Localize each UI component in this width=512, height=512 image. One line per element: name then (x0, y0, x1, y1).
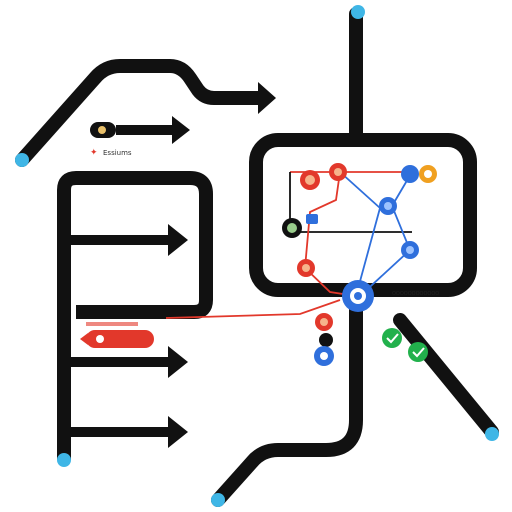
arrowhead-1 (168, 224, 188, 256)
endcap-dot (15, 153, 29, 167)
endcap-dot (211, 493, 225, 507)
red-tag-strip (86, 322, 138, 326)
hub-icon (342, 280, 374, 312)
roof-connector (15, 59, 269, 167)
left-bracket (57, 171, 213, 460)
red-tag-chevron (80, 333, 88, 345)
upper-note: Essiums (103, 149, 132, 157)
endcap-dot (351, 5, 365, 19)
arrowhead-2 (168, 346, 188, 378)
endcap-dot (57, 453, 71, 467)
node-leaf (282, 218, 302, 238)
node-blue-b (401, 241, 419, 259)
arrowhead-3 (168, 416, 188, 448)
node-top-right (401, 165, 437, 183)
upper-note-marker: ✦ (90, 148, 98, 158)
upper-arrowhead (172, 116, 190, 144)
node-red-low (297, 259, 315, 277)
node-top-mid (329, 163, 347, 181)
check-icon (408, 342, 428, 362)
diagonal-branch (393, 313, 499, 439)
red-tag (86, 330, 154, 348)
node-below-2 (319, 333, 333, 347)
node-below-1 (315, 313, 333, 331)
check-icon (382, 328, 402, 348)
blue-tab (306, 214, 318, 224)
roof-arrowhead (258, 82, 276, 114)
node-gear (300, 170, 320, 190)
upper-pill-dot (98, 126, 106, 134)
endcap-dot (485, 427, 499, 441)
red-tag-dot (96, 335, 104, 343)
node-blue-a (379, 197, 397, 215)
main-trunk (211, 7, 363, 507)
red-connector (165, 299, 341, 319)
node-below-3 (314, 346, 334, 366)
panel-tag: OOOOOOOOOOOO (392, 291, 439, 297)
